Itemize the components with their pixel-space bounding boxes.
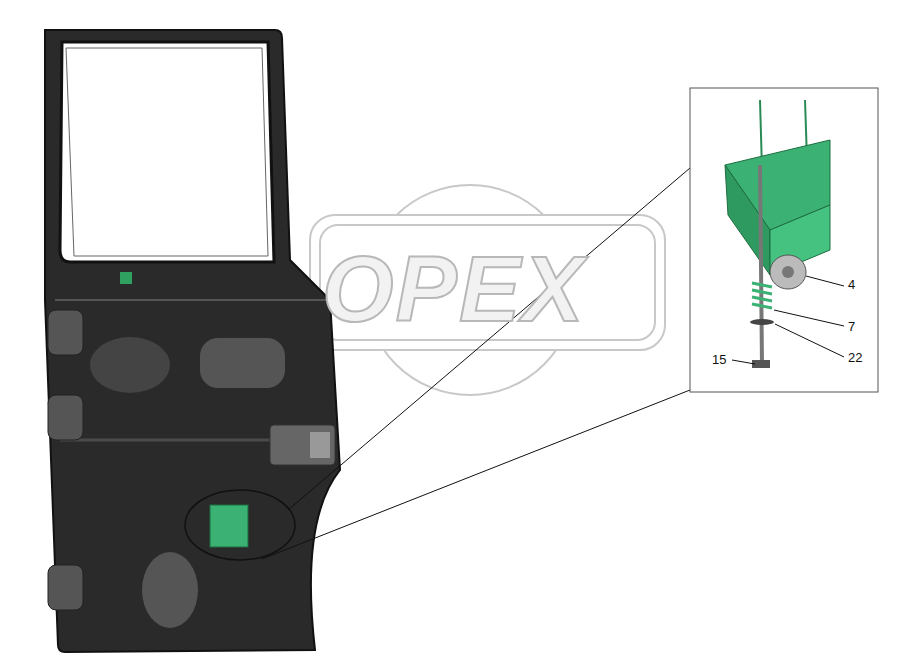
callout-number: 4 bbox=[848, 278, 855, 291]
callout-number: 15 bbox=[712, 353, 726, 366]
callout-number: 7 bbox=[848, 320, 855, 333]
callout-number: 22 bbox=[848, 351, 862, 364]
watermark: OPEX bbox=[322, 243, 586, 335]
